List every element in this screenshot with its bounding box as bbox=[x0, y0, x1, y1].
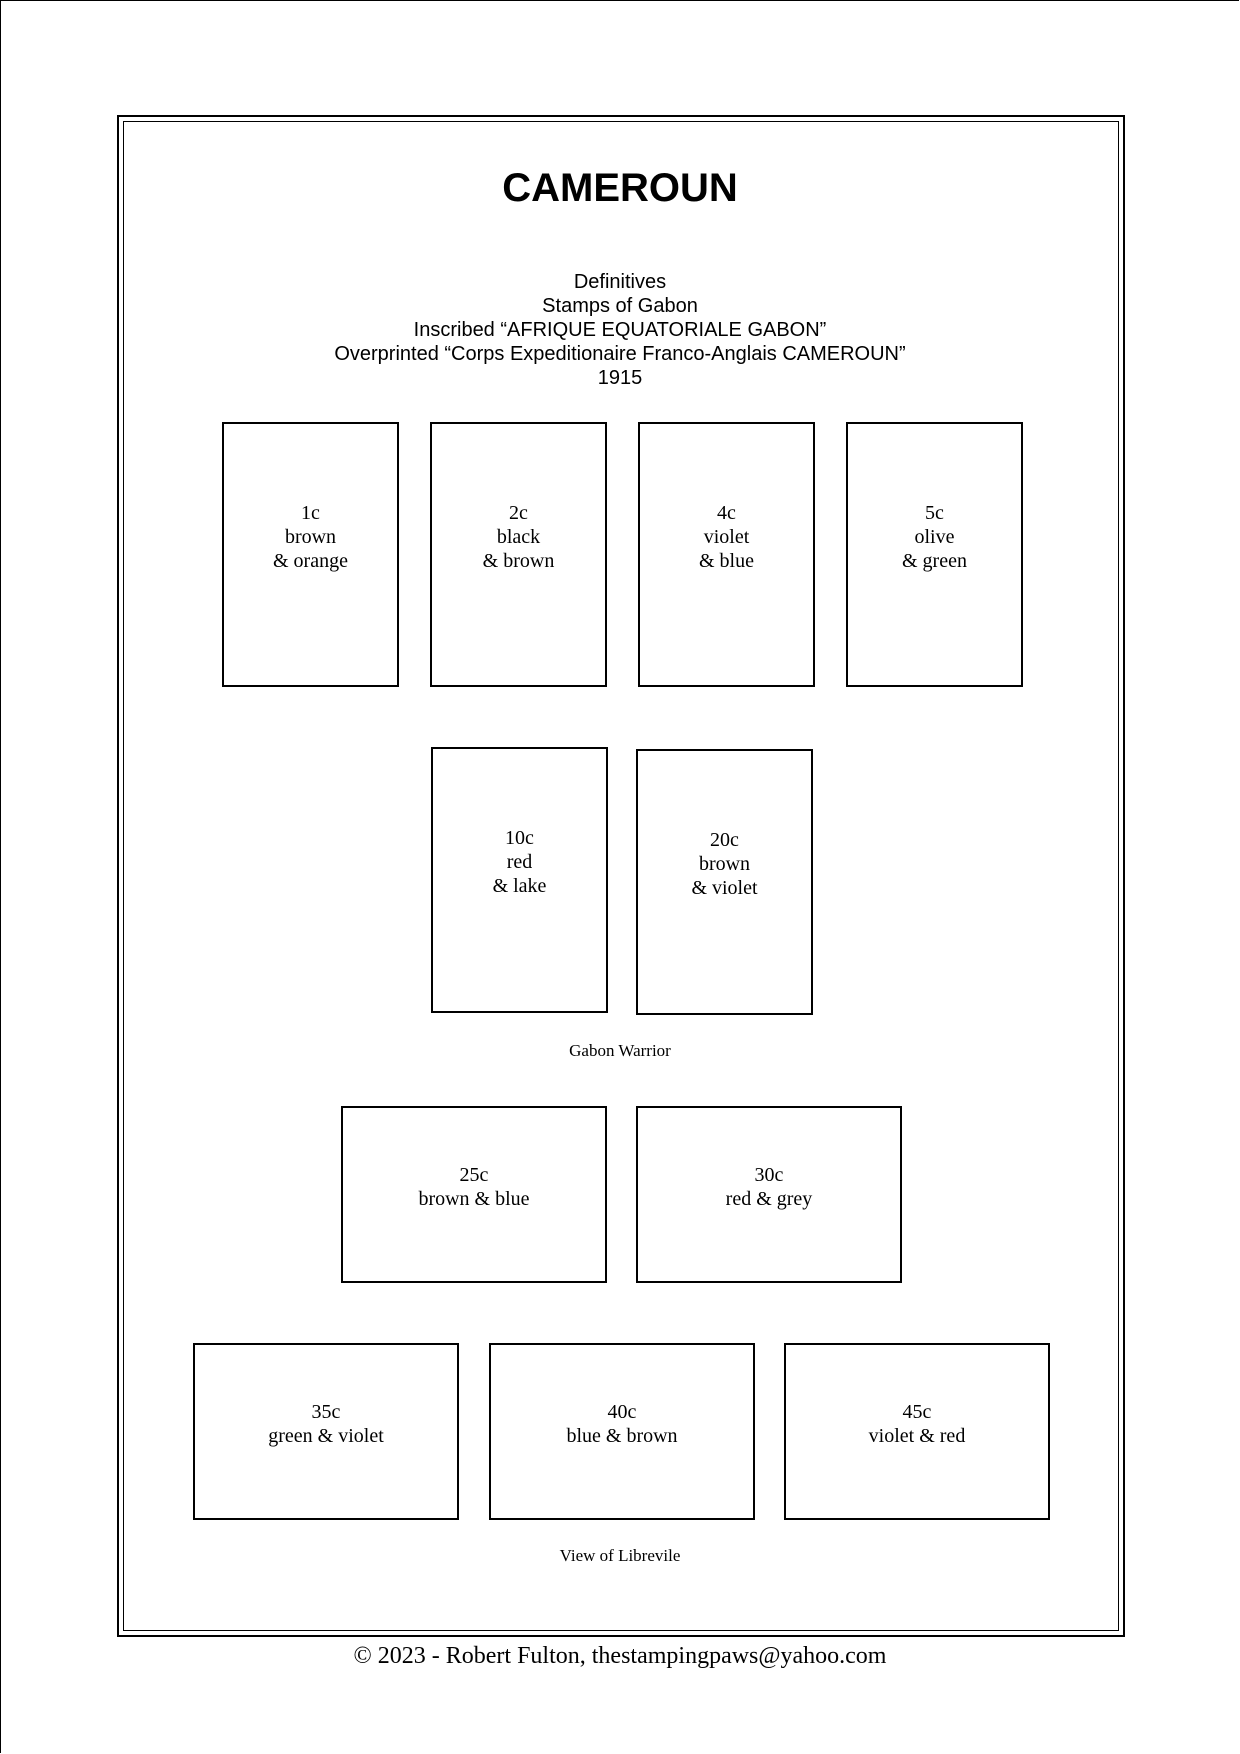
stamp-color: black bbox=[496, 525, 541, 548]
stamp-color-secondary: & green bbox=[902, 549, 967, 572]
stamp-color: red & grey bbox=[725, 1187, 813, 1210]
stamp-value: 5c bbox=[925, 501, 944, 524]
subtitle-inscription: Inscribed “AFRIQUE EQUATORIALE GABON” bbox=[413, 319, 827, 341]
page-border-outer bbox=[117, 115, 1125, 1637]
stamp-color: red bbox=[506, 851, 533, 873]
stamp-value: 20c bbox=[710, 829, 739, 851]
subtitle-source: Stamps of Gabon bbox=[542, 295, 698, 317]
stamp-color-secondary: & orange bbox=[273, 549, 348, 572]
subtitle-year: 1915 bbox=[597, 367, 643, 389]
page-border-inner bbox=[123, 121, 1119, 1631]
caption-view-of-librevile: View of Librevile bbox=[559, 1546, 681, 1565]
stamp-color: brown bbox=[698, 853, 751, 875]
stamp-color: green & violet bbox=[268, 1424, 384, 1447]
stamp-color: violet & red bbox=[868, 1424, 966, 1447]
stamp-color: blue & brown bbox=[566, 1424, 678, 1447]
stamp-value: 30c bbox=[754, 1163, 784, 1186]
stamp-color-secondary: & violet bbox=[691, 877, 758, 899]
subtitle-overprint: Overprinted “Corps Expeditionaire Franco… bbox=[334, 343, 906, 365]
issue-description: Definitives Stamps of Gabon Inscribed “A… bbox=[0, 270, 1240, 390]
page-title: CAMEROUN bbox=[502, 166, 738, 210]
stamp-value: 35c bbox=[311, 1400, 341, 1423]
copyright-footer: © 2023 - Robert Fulton, thestampingpaws@… bbox=[353, 1643, 887, 1669]
stamp-color: olive bbox=[914, 525, 955, 548]
stamp-value: 1c bbox=[301, 501, 320, 524]
stamp-color: violet bbox=[703, 525, 750, 548]
stamp-value: 40c bbox=[607, 1400, 637, 1423]
stamp-value: 45c bbox=[902, 1400, 932, 1423]
stamp-value: 10c bbox=[505, 827, 534, 849]
stamp-color-secondary: & brown bbox=[482, 549, 555, 572]
stamp-value: 2c bbox=[509, 501, 528, 524]
subtitle-category: Definitives bbox=[573, 271, 667, 293]
stamp-color-secondary: & blue bbox=[699, 549, 754, 572]
caption-gabon-warrior: Gabon Warrior bbox=[569, 1041, 671, 1060]
stamp-value: 25c bbox=[459, 1163, 489, 1186]
stamp-value: 4c bbox=[717, 501, 736, 524]
stamp-color: brown bbox=[284, 525, 337, 548]
stamp-color: brown & blue bbox=[418, 1187, 530, 1210]
stamp-color-secondary: & lake bbox=[492, 875, 547, 897]
